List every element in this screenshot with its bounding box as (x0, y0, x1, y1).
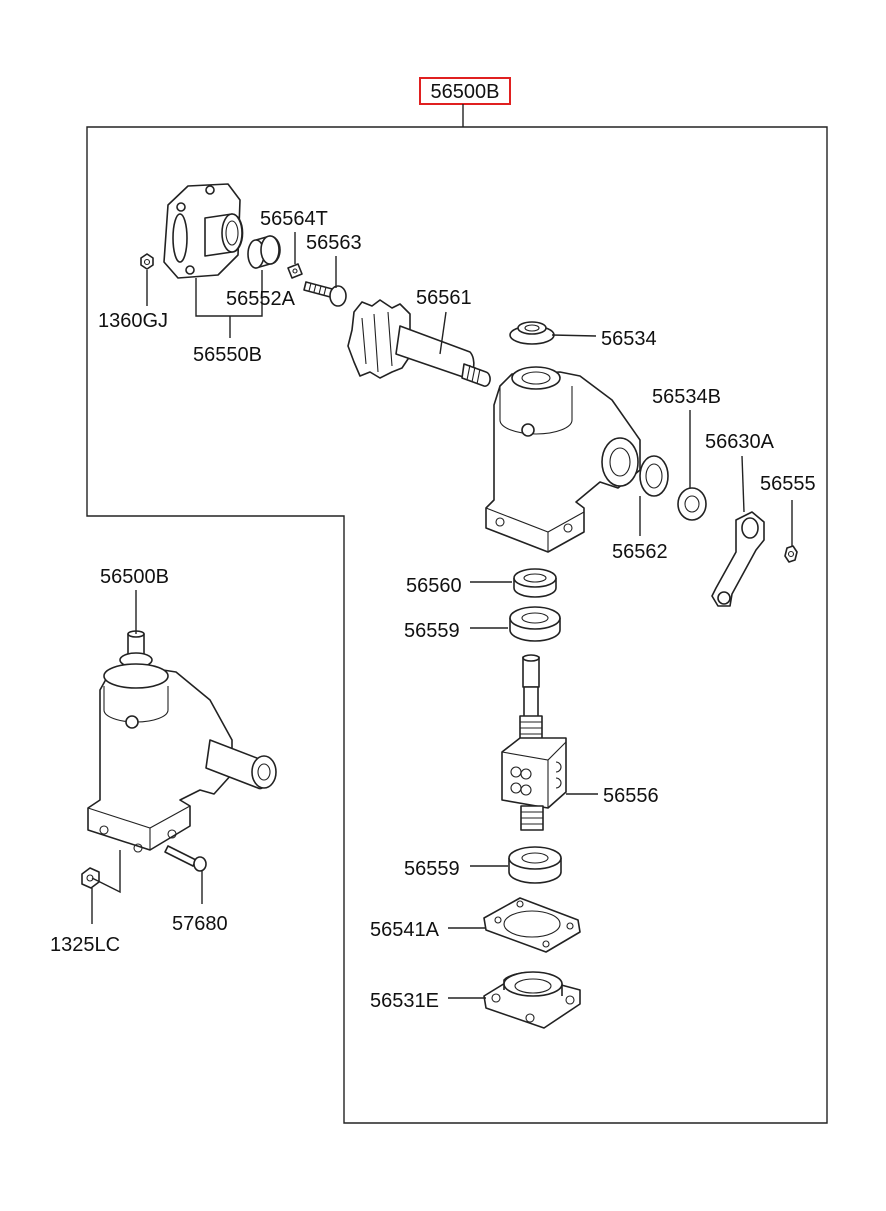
gasket-part[interactable] (483, 897, 581, 953)
label-56531e[interactable]: 56531E (370, 990, 439, 1012)
nut-56555-part[interactable] (784, 545, 798, 563)
end-cover-part[interactable] (483, 971, 581, 1029)
bearing-56559-lower-part[interactable] (508, 846, 562, 884)
label-56550b[interactable]: 56550B (193, 344, 262, 366)
bearing-56559-upper-part[interactable] (509, 606, 561, 642)
label-56564t[interactable]: 56564T (260, 208, 328, 230)
label-56500b-assembly[interactable]: 56500B (100, 566, 169, 588)
title-highlight-box[interactable] (419, 77, 511, 105)
seal-56534b-part[interactable] (677, 487, 707, 521)
label-56534[interactable]: 56534 (601, 328, 657, 350)
label-1325lc[interactable]: 1325LC (50, 934, 120, 956)
assembly-frame (86, 126, 828, 1124)
nut-1360gj-part[interactable] (140, 253, 154, 270)
label-56541a[interactable]: 56541A (370, 919, 440, 941)
shim-part[interactable] (287, 263, 303, 279)
label-57680[interactable]: 57680 (172, 913, 228, 935)
label-56556[interactable]: 56556 (603, 785, 659, 807)
label-1360gj[interactable]: 1360GJ (98, 310, 168, 332)
worm-shaft-ball-nut-part[interactable] (501, 654, 567, 831)
label-56555[interactable]: 56555 (760, 473, 816, 495)
label-56561[interactable]: 56561 (416, 287, 472, 309)
label-56562[interactable]: 56562 (612, 541, 668, 563)
seal-56534-part[interactable] (509, 321, 555, 345)
bolt-57680-part[interactable] (164, 845, 207, 872)
sector-shaft-part[interactable] (347, 299, 491, 387)
label-56560[interactable]: 56560 (406, 575, 462, 597)
label-56630a[interactable]: 56630A (705, 431, 775, 453)
oil-seal-56562-part[interactable] (639, 455, 669, 497)
adjusting-screw-part[interactable] (303, 281, 347, 307)
label-56552a[interactable]: 56552A (226, 288, 296, 310)
assembled-gearbox-part[interactable] (87, 630, 277, 853)
nut-1325lc-part[interactable] (81, 867, 100, 889)
bushing-part[interactable] (247, 235, 281, 269)
label-56534b[interactable]: 56534B (652, 386, 721, 408)
label-56563[interactable]: 56563 (306, 232, 362, 254)
cover-plate-part[interactable] (163, 183, 244, 279)
title-part-number[interactable]: 56500B (431, 81, 500, 103)
gear-housing-part[interactable] (485, 366, 641, 553)
label-56559-upper[interactable]: 56559 (404, 620, 460, 642)
bearing-56560-part[interactable] (513, 568, 557, 598)
leader-lines (91, 232, 793, 999)
pitman-arm-part[interactable] (711, 511, 765, 607)
label-56559-lower[interactable]: 56559 (404, 858, 460, 880)
